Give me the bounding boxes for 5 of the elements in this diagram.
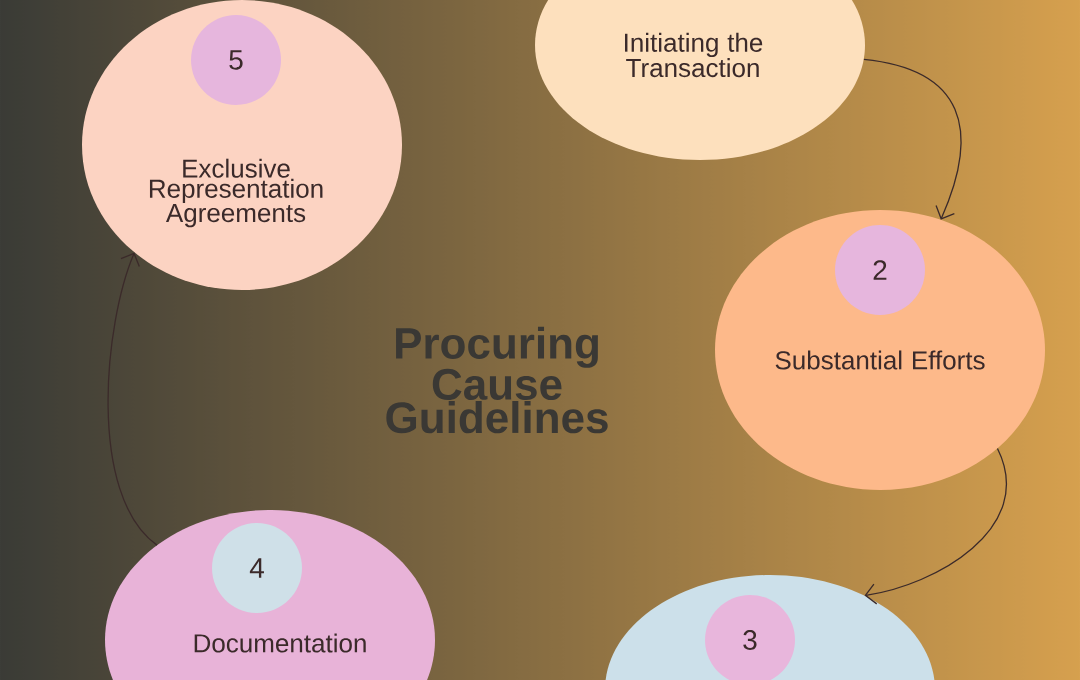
step-blob: Initiating the Transaction xyxy=(535,0,865,160)
curved-arrow xyxy=(863,58,962,220)
title: Procuring Cause Guidelines xyxy=(386,326,608,434)
curved-arrow xyxy=(107,252,158,546)
curved-arrow xyxy=(864,447,1008,605)
